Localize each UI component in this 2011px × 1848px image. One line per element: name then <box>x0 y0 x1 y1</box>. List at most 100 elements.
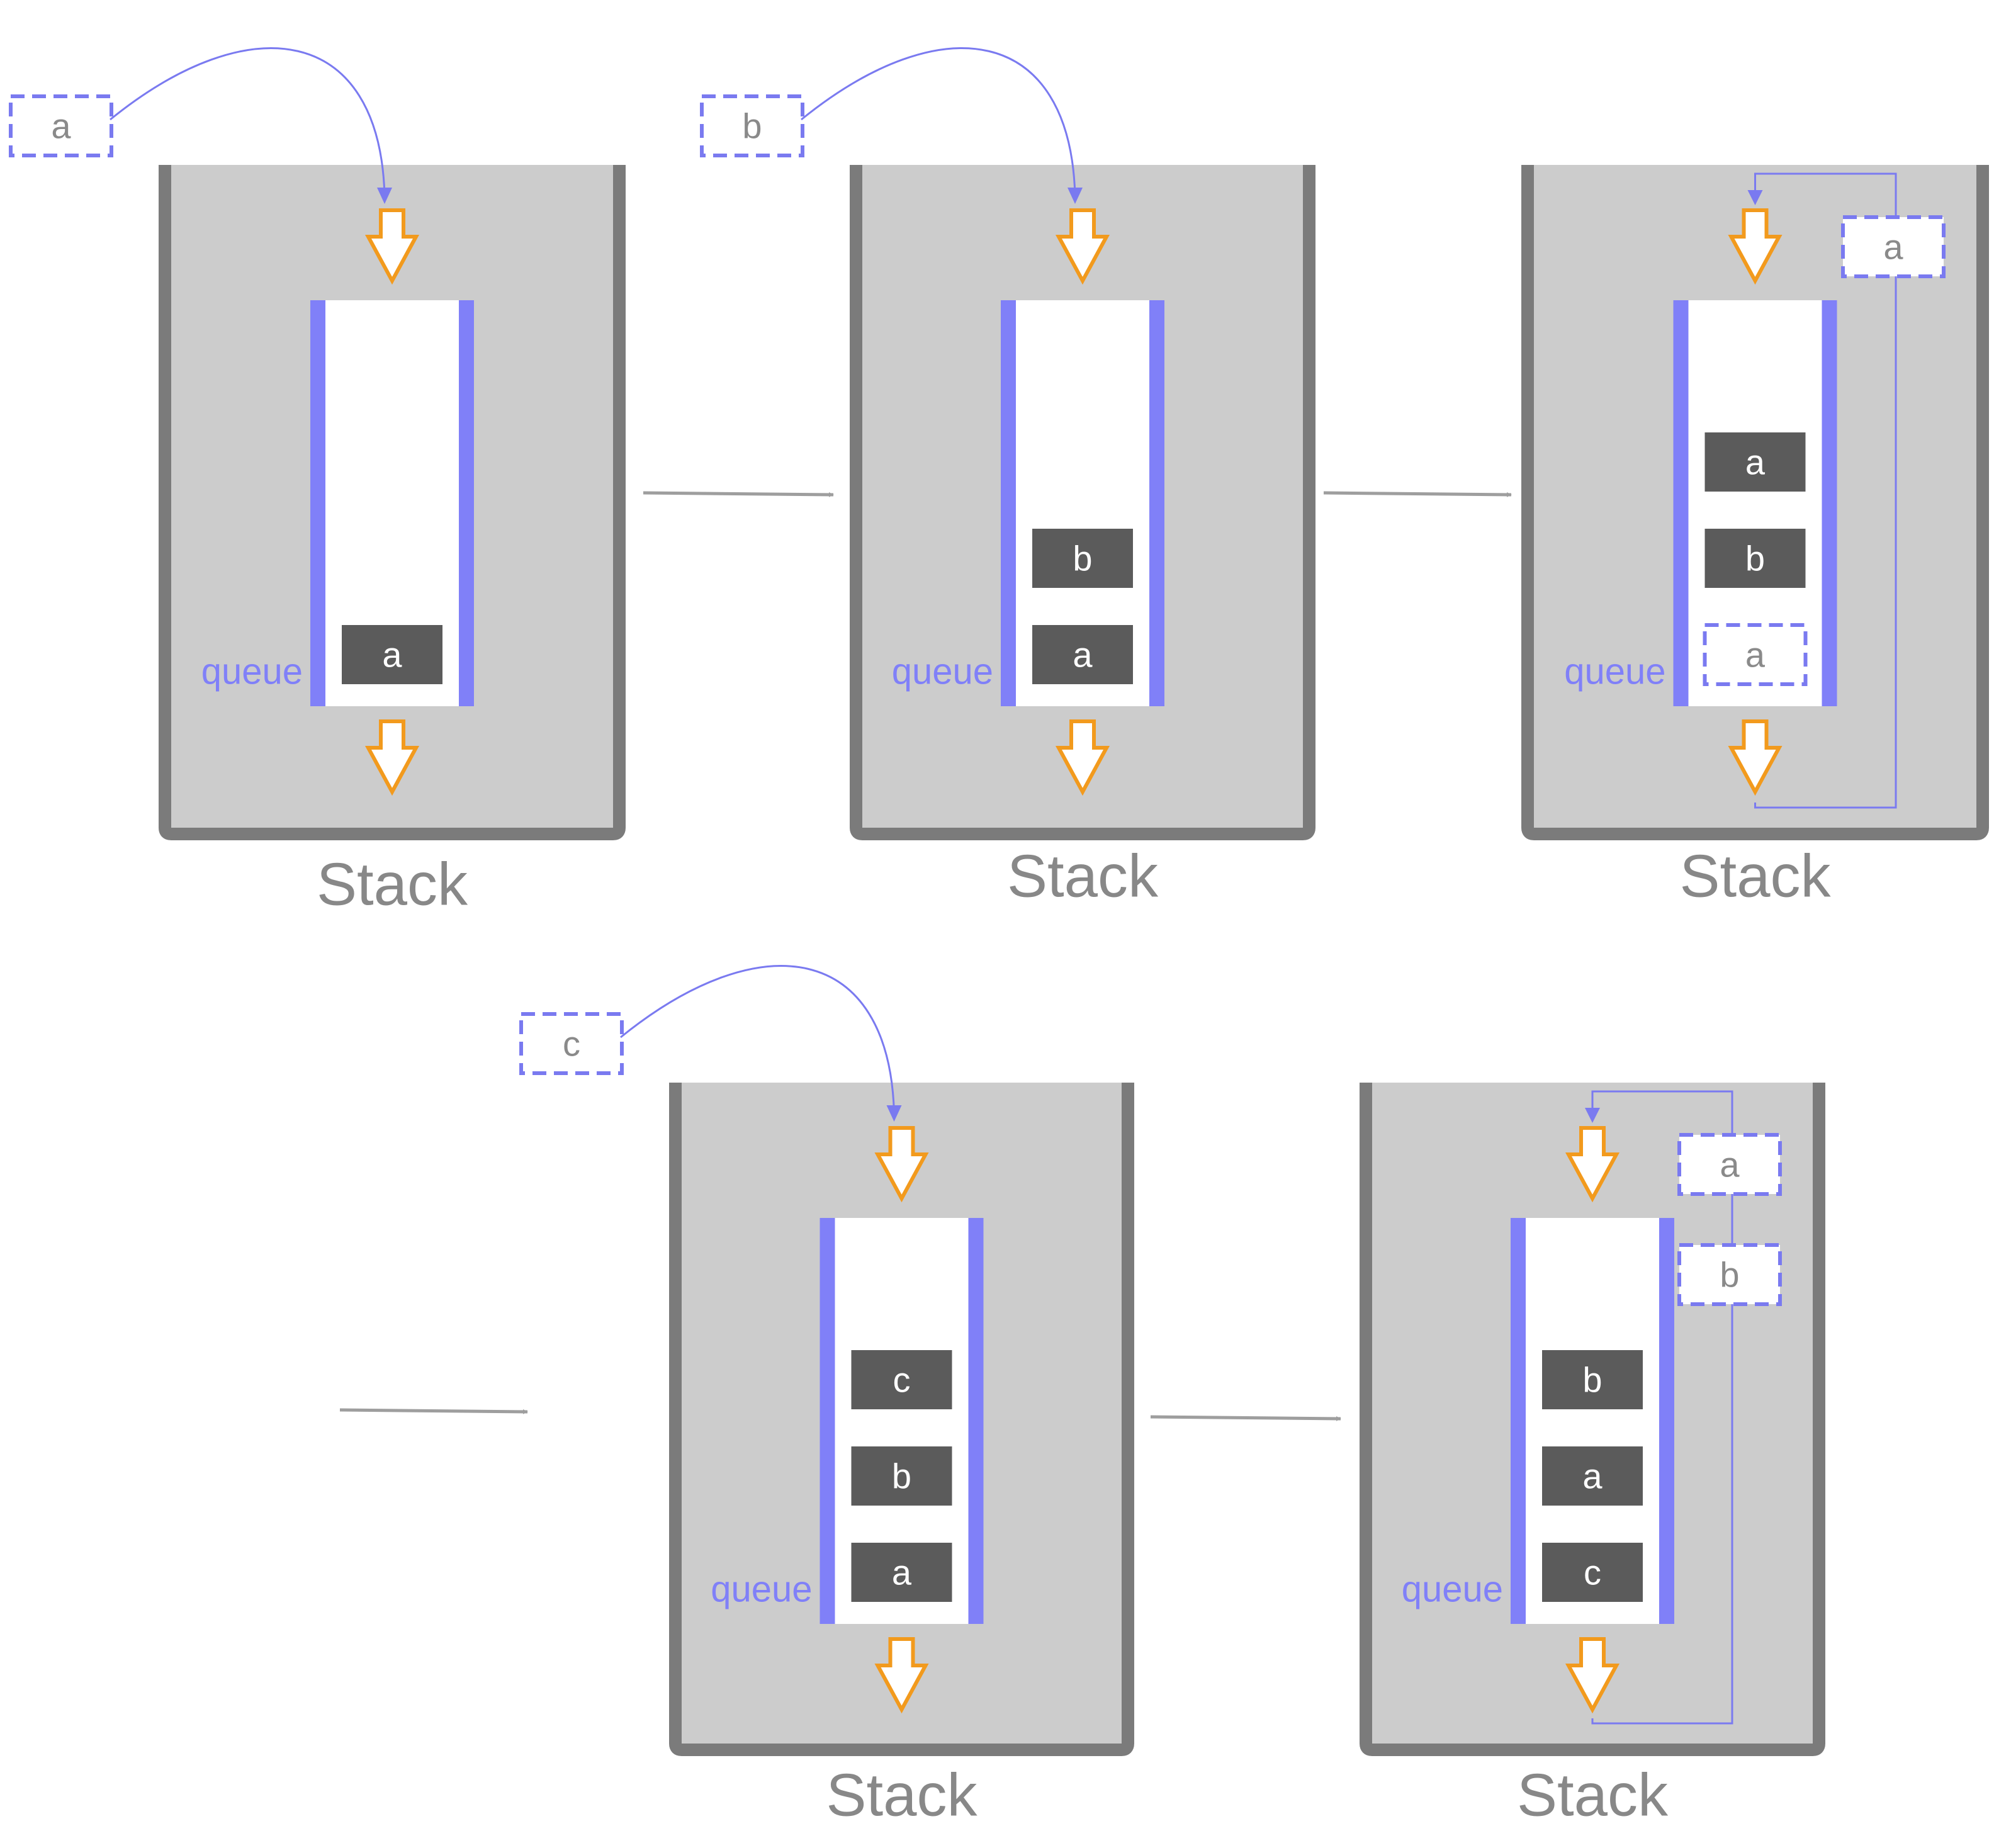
queue-item-box <box>851 1543 952 1602</box>
incoming-item: b <box>700 94 804 157</box>
stack-label: Stack <box>826 1762 977 1829</box>
incoming-connector <box>801 47 1076 196</box>
push-arrow-icon <box>1565 1126 1620 1203</box>
incoming-item: c <box>519 1012 624 1075</box>
rotating-item-label: b <box>1720 1255 1739 1295</box>
incoming-item-label: b <box>742 106 762 146</box>
push-arrow-icon <box>874 1126 929 1203</box>
queue-item: a <box>851 1543 952 1602</box>
queue-item-label: a <box>1073 635 1093 675</box>
incoming-connector-head-icon <box>886 1105 902 1122</box>
queue-item: b <box>1704 529 1806 588</box>
queue-wall-right <box>459 300 474 706</box>
stack-panel-1: Stack queue a a <box>9 47 626 918</box>
queue-item-label: b <box>1582 1360 1602 1400</box>
queue-item-box <box>1704 529 1806 588</box>
queue-item-label: c <box>893 1360 911 1400</box>
queue-item-box <box>1542 1350 1643 1409</box>
stack-label: Stack <box>1679 843 1831 910</box>
queue-item-box <box>1542 1446 1643 1506</box>
queue-label: queue <box>1564 651 1665 692</box>
queue-item: a <box>1032 625 1133 684</box>
pop-arrow-icon <box>364 719 420 796</box>
step-arrow-4-5 <box>1150 1415 1341 1421</box>
stack-panel-3: Stack queue a b a a <box>1521 165 1989 910</box>
stack-container-wall <box>1360 1083 1825 1756</box>
queue-item: a <box>1704 432 1806 492</box>
queue-item-box <box>342 625 442 684</box>
queue-item-label: c <box>1584 1553 1601 1592</box>
queue-item: c <box>851 1350 952 1409</box>
rotating-item-label: a <box>1720 1145 1740 1185</box>
queue-item-box <box>851 1350 952 1409</box>
queue-item-box <box>1542 1543 1643 1602</box>
pop-arrow-icon <box>1728 719 1783 796</box>
rotation-connector-head-icon <box>1585 1108 1600 1123</box>
stack-label: Stack <box>317 851 468 918</box>
step-arrow-3-4 <box>339 1408 528 1414</box>
queue-wall-left <box>1511 1218 1526 1624</box>
queue-item-label: a <box>1745 442 1766 482</box>
queue-item-box <box>1032 529 1133 588</box>
queue-item-box <box>851 1446 952 1506</box>
queue-item-label: b <box>1073 539 1092 578</box>
push-arrow-icon <box>1055 208 1110 285</box>
queue-wall-right <box>1822 300 1837 706</box>
queue-wall-right <box>968 1218 984 1624</box>
incoming-item: a <box>9 94 113 157</box>
stack-container-wall <box>1521 165 1989 840</box>
queue-ghost-item-label: a <box>1745 635 1766 675</box>
rotating-item-box <box>1841 215 1946 278</box>
pop-arrow-icon <box>874 1637 929 1714</box>
queue-wall-right <box>1149 300 1164 706</box>
incoming-connector <box>110 47 386 196</box>
pop-arrow-icon <box>1055 719 1110 796</box>
queue-item: a <box>1542 1446 1643 1506</box>
pop-arrow-icon <box>1565 1637 1620 1714</box>
rotation-connector-head-icon <box>1747 190 1763 205</box>
queue-ghost-item: a <box>1703 623 1808 686</box>
queue-ghost-item-box <box>1703 623 1808 686</box>
queue-label: queue <box>201 651 303 692</box>
queue-label: queue <box>1402 1569 1503 1610</box>
stack-label: Stack <box>1517 1762 1669 1829</box>
queue-item: b <box>1542 1350 1643 1409</box>
stack-container-wall <box>669 1083 1134 1756</box>
queue-item-label: a <box>892 1553 912 1592</box>
queue-wall-right <box>1659 1218 1674 1624</box>
queue-item: c <box>1542 1543 1643 1602</box>
queue-item-label: b <box>892 1456 911 1496</box>
queue-item-label: b <box>1745 539 1765 578</box>
incoming-connector-head-icon <box>1067 188 1083 204</box>
queue-wall-left <box>820 1218 835 1624</box>
rotating-item: a <box>1841 215 1946 278</box>
incoming-item-label: c <box>563 1024 580 1064</box>
stack-container-wall <box>850 165 1315 840</box>
incoming-item-box <box>9 94 113 157</box>
rotating-item-box <box>1677 1133 1782 1196</box>
queue-item-box <box>1032 625 1133 684</box>
step-arrow-1-2 <box>643 491 834 497</box>
queue-item: b <box>1032 529 1133 588</box>
queue-item-label: a <box>1582 1456 1603 1496</box>
queue-item: a <box>342 625 442 684</box>
queue-tube <box>1673 300 1837 706</box>
rotating-item: a <box>1677 1133 1782 1196</box>
push-arrow-icon <box>364 208 420 285</box>
queue-label: queue <box>892 651 993 692</box>
incoming-item-box <box>700 94 804 157</box>
rotating-item: b <box>1677 1243 1782 1306</box>
incoming-item-box <box>519 1012 624 1075</box>
step-arrow-2-3 <box>1323 491 1512 497</box>
stack-panel-5: Stack queue b a c a b <box>1360 1083 1825 1829</box>
queue-item: b <box>851 1446 952 1506</box>
rotation-connector <box>1754 172 1897 809</box>
queue-item-label: a <box>382 635 402 675</box>
rotating-item-label: a <box>1883 227 1903 267</box>
incoming-item-label: a <box>51 106 71 146</box>
rotating-item-box <box>1677 1243 1782 1306</box>
